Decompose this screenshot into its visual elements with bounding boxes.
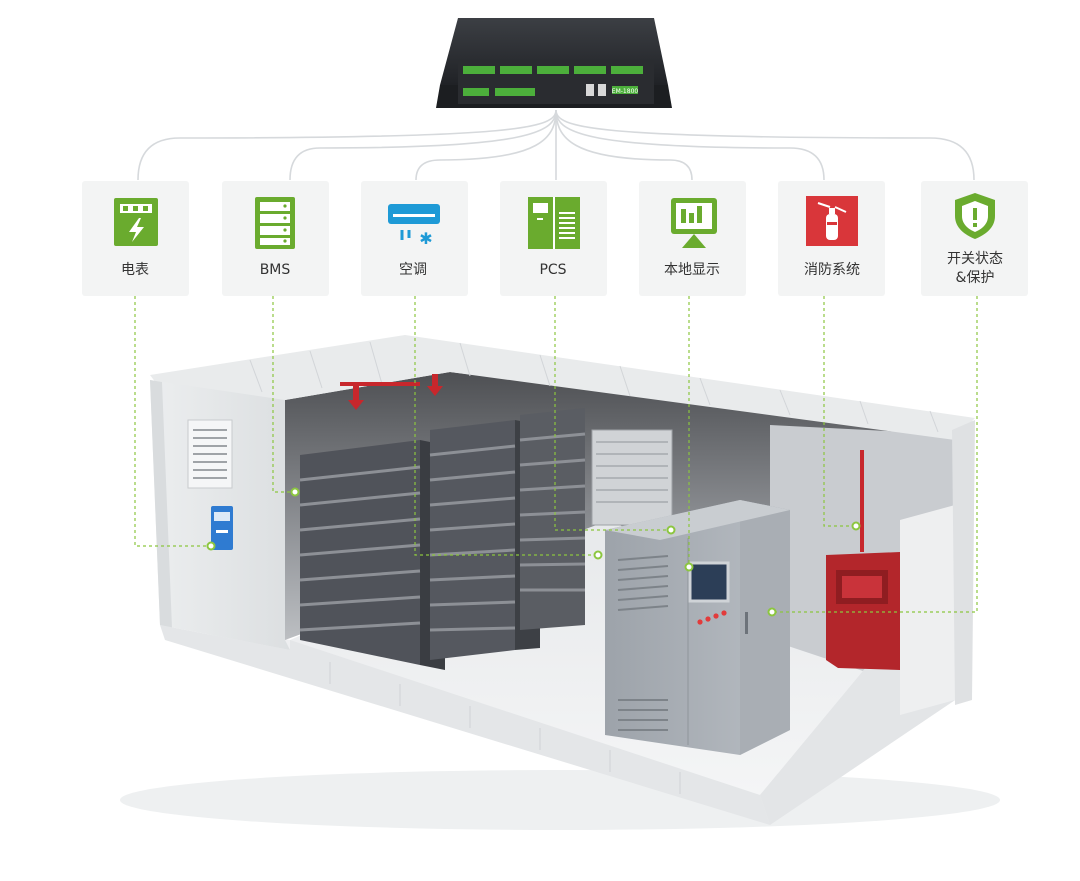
card-label: 消防系统 <box>804 262 860 278</box>
card-label: BMS <box>260 262 291 278</box>
gateway-device: EM-1800 <box>436 18 672 108</box>
card-ac: ✱ 空调 <box>361 181 468 296</box>
meter-icon <box>114 198 158 246</box>
card-label: 本地显示 <box>664 262 720 278</box>
fire-extinguisher-icon <box>806 196 858 246</box>
connection-lines <box>137 109 975 181</box>
card-bms: BMS <box>222 181 329 296</box>
battery-racks <box>299 408 586 670</box>
display-icon <box>671 198 717 248</box>
card-meter: 电表 <box>82 181 189 296</box>
card-label: 电表 <box>121 262 149 278</box>
leader-lines <box>134 296 978 617</box>
card-label-line2: &保护 <box>956 270 995 286</box>
gateway-model: EM-1800 <box>612 88 639 95</box>
card-label-line1: 开关状态 <box>947 251 1003 267</box>
server-rack-icon <box>255 197 295 249</box>
fire-cabinet <box>826 450 900 670</box>
container-illustration <box>120 335 1000 830</box>
pcs-cabinet-icon <box>528 197 580 249</box>
card-label: 空调 <box>399 262 427 278</box>
card-display: 本地显示 <box>639 181 746 296</box>
air-conditioner-icon: ✱ <box>388 204 440 248</box>
card-switch: 开关状态 &保护 <box>921 181 1028 296</box>
card-label: PCS <box>539 262 566 278</box>
card-pcs: PCS <box>500 181 607 296</box>
card-fire: 消防系统 <box>778 181 885 296</box>
pcs-cabinet <box>605 500 790 755</box>
svg-text:✱: ✱ <box>419 229 432 248</box>
shield-icon <box>955 193 995 239</box>
